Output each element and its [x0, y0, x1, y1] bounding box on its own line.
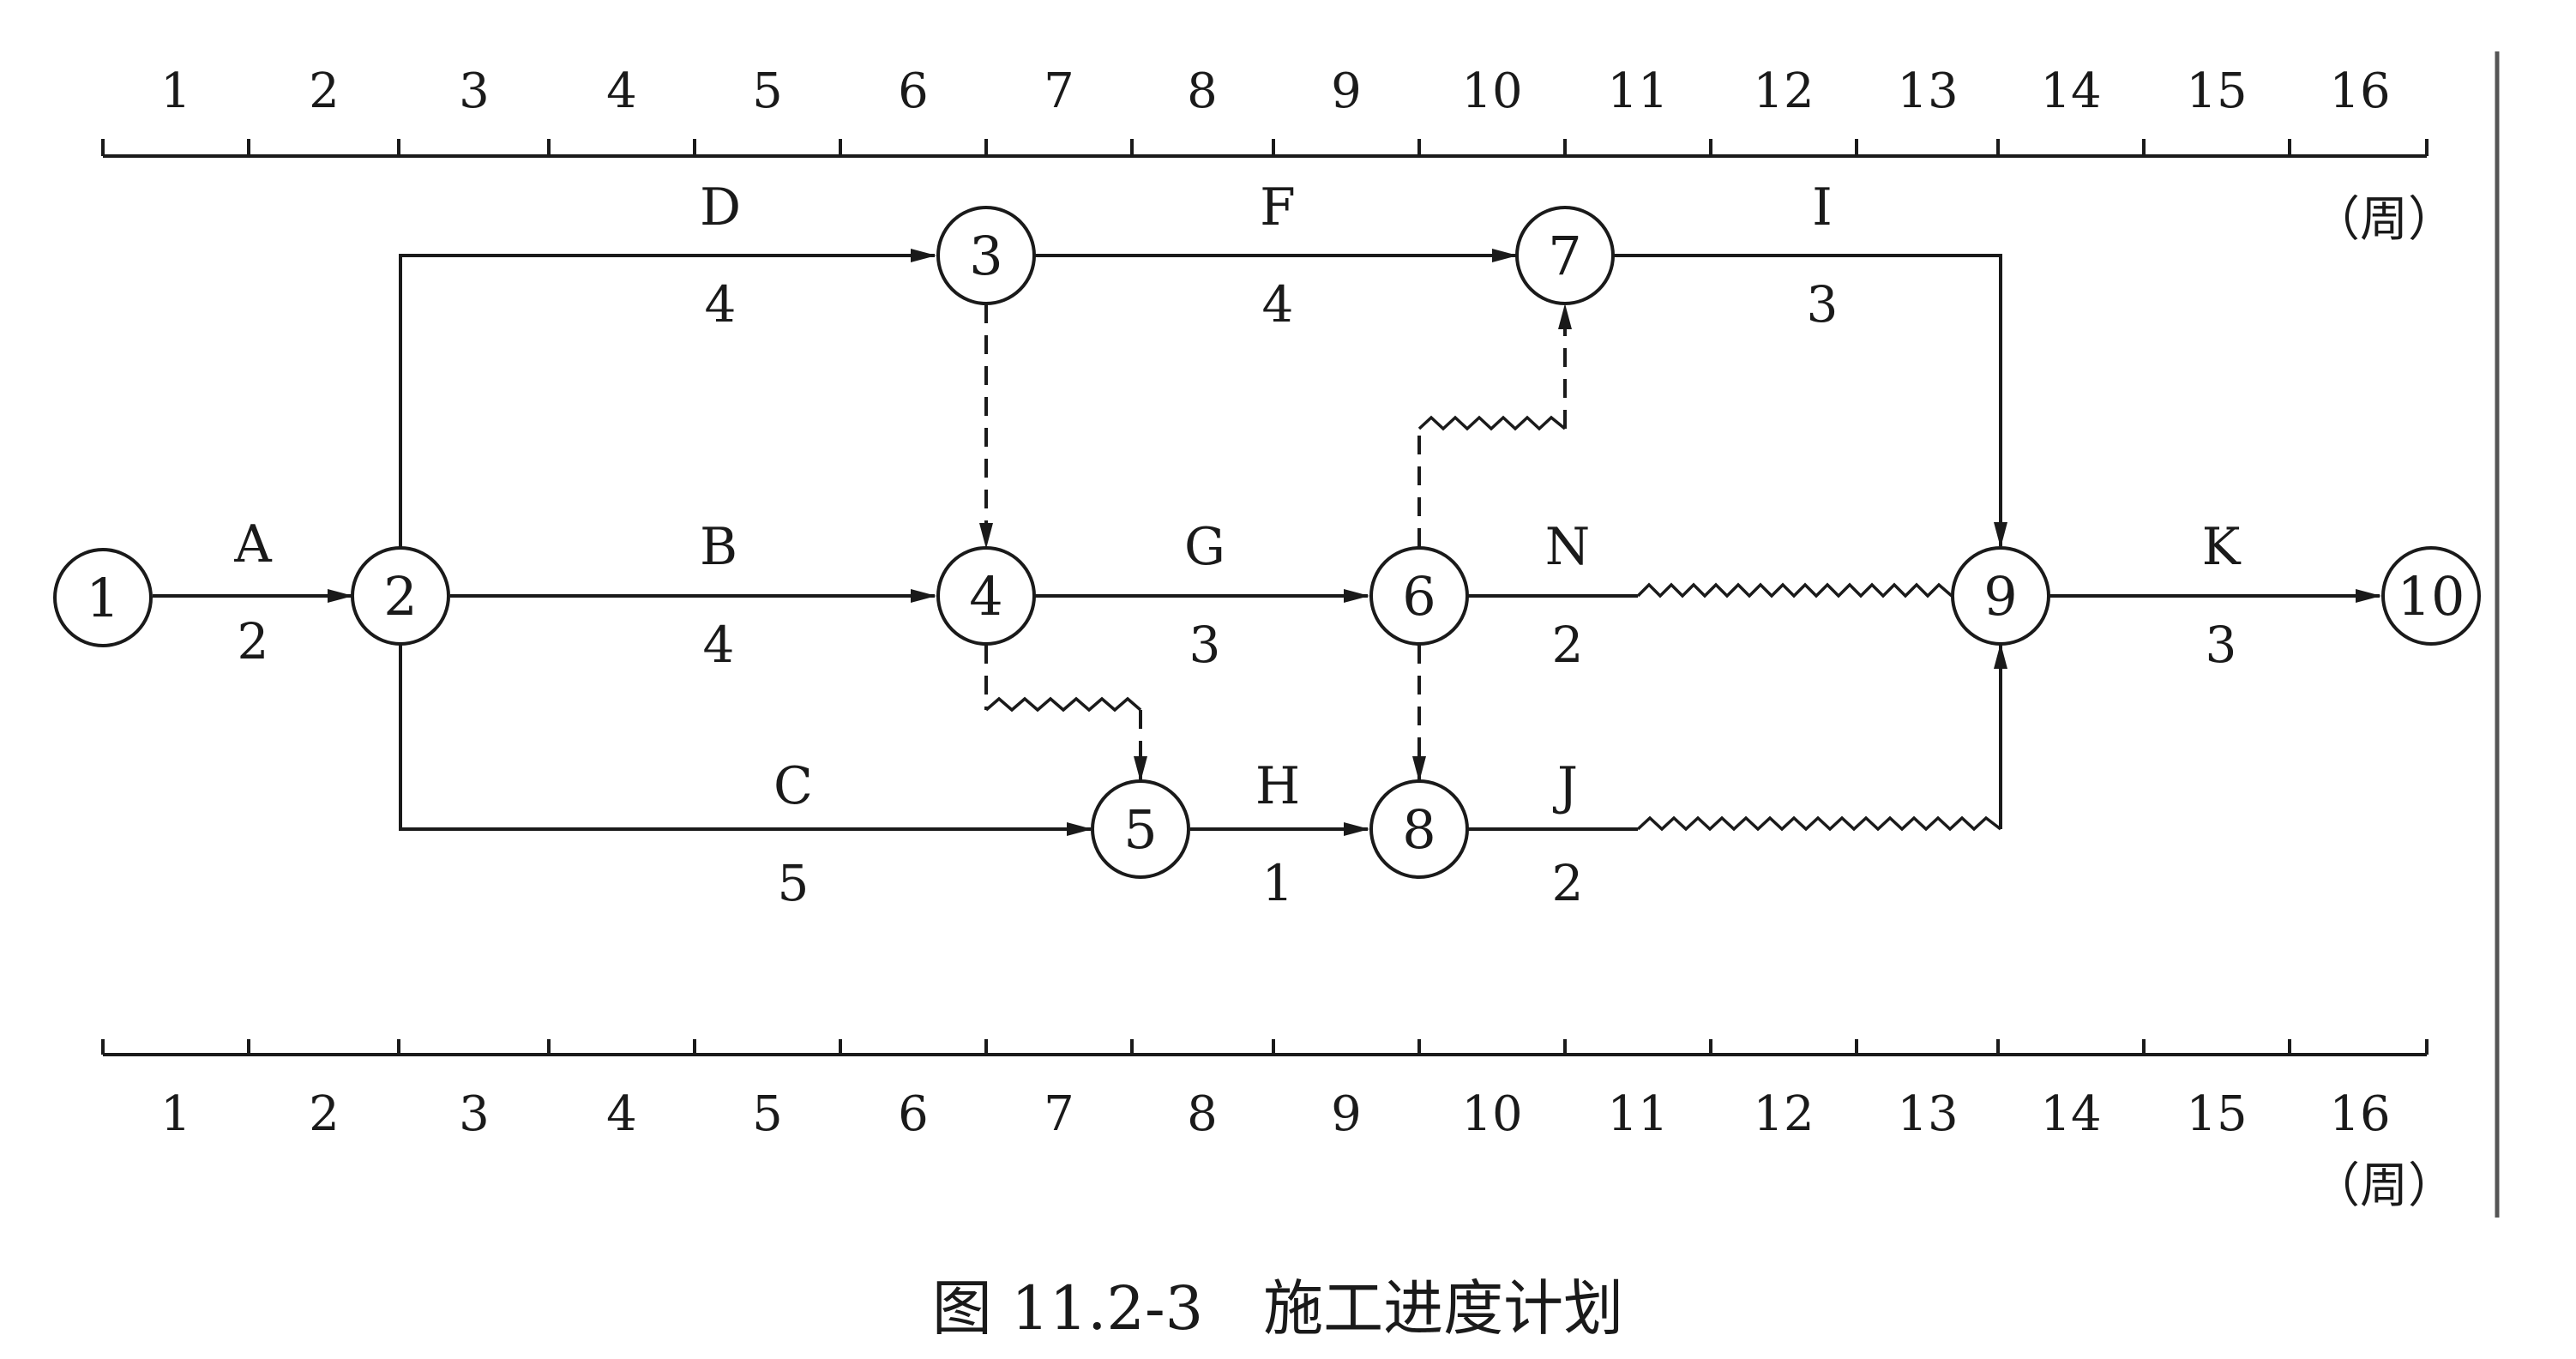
label-i: I: [1812, 177, 1833, 238]
label-b: B: [700, 517, 737, 577]
bottom-tick-15: 15: [2186, 1086, 2247, 1142]
duration-h: 1: [1262, 854, 1294, 912]
node-6: 6: [1369, 546, 1469, 646]
node-10-label: 10: [2398, 565, 2465, 628]
wave-n: [1636, 582, 1953, 598]
duration-b: 4: [703, 616, 735, 674]
duration-f: 4: [1262, 275, 1294, 334]
duration-a: 2: [238, 612, 269, 670]
duration-n: 2: [1552, 616, 1584, 674]
top-tick-6: 6: [898, 63, 929, 119]
bottom-tick-3: 3: [459, 1086, 490, 1142]
label-n: N: [1545, 517, 1591, 577]
duration-k: 3: [2206, 616, 2237, 674]
top-tick-3: 3: [459, 63, 490, 119]
duration-g: 3: [1189, 616, 1221, 674]
node-2-label: 2: [383, 565, 417, 628]
top-tick-13: 13: [1897, 63, 1958, 119]
bottom-tick-2: 2: [309, 1086, 340, 1142]
label-k: K: [2202, 517, 2242, 577]
arrow-i: [1614, 254, 2007, 548]
node-8: 8: [1369, 779, 1469, 879]
top-tick-10: 10: [1461, 63, 1522, 119]
free-float-waves: [984, 415, 2002, 832]
bottom-tick-8: 8: [1187, 1086, 1218, 1142]
bottom-tick-5: 5: [752, 1086, 783, 1142]
node-4-label: 4: [969, 565, 1002, 628]
node-7: 7: [1515, 206, 1615, 305]
bottom-tick-7: 7: [1044, 1086, 1074, 1142]
node-5: 5: [1091, 779, 1190, 879]
node-1: 1: [53, 548, 153, 647]
label-g: G: [1184, 517, 1225, 577]
top-tick-2: 2: [309, 63, 340, 119]
bottom-tick-4: 4: [606, 1086, 637, 1142]
top-tick-15: 15: [2186, 63, 2247, 119]
figure-caption: 图 11.2-3 施工进度计划: [932, 1273, 1623, 1344]
wave-j: [1636, 815, 2002, 832]
bottom-tick-9: 9: [1331, 1086, 1362, 1142]
bottom-tick-10: 10: [1461, 1086, 1522, 1142]
top-tick-16: 16: [2329, 63, 2390, 119]
node-3: 3: [936, 206, 1036, 305]
bottom-tick-11: 11: [1607, 1086, 1668, 1142]
bottom-time-axis: 1 2 3 4 5 6 7 8 9 10 11 12 13 14 15 16 （…: [101, 1039, 2456, 1214]
event-nodes: 1 2 3 4 5 6 7 8: [53, 206, 2481, 879]
bottom-tick-12: 12: [1753, 1086, 1814, 1142]
wave-4-5: [984, 696, 1142, 713]
node-6-label: 6: [1402, 565, 1435, 628]
top-time-axis: 1 2 3 4 5 6 7 8 9 10 11 12 13 14 15 16 （…: [101, 63, 2456, 248]
label-c: C: [773, 756, 813, 816]
label-f: F: [1260, 177, 1296, 238]
top-tick-9: 9: [1331, 63, 1362, 119]
bottom-tick-6: 6: [898, 1086, 929, 1142]
top-tick-8: 8: [1187, 63, 1218, 119]
arrow-d: [399, 249, 936, 549]
wave-6-7: [1417, 415, 1567, 431]
top-tick-14: 14: [2040, 63, 2101, 119]
node-1-label: 1: [86, 567, 119, 629]
bottom-tick-13: 13: [1897, 1086, 1958, 1142]
duration-i: 3: [1807, 275, 1839, 334]
label-j: J: [1552, 756, 1578, 816]
bottom-tick-1: 1: [160, 1086, 191, 1142]
node-9: 9: [1951, 546, 2050, 646]
duration-d: 4: [705, 275, 737, 334]
label-d: D: [700, 177, 741, 238]
top-tick-11: 11: [1607, 63, 1668, 119]
top-tick-7: 7: [1044, 63, 1074, 119]
top-tick-4: 4: [606, 63, 637, 119]
top-tick-5: 5: [752, 63, 783, 119]
node-10: 10: [2381, 546, 2481, 646]
bottom-tick-16: 16: [2329, 1086, 2390, 1142]
arrow-c: [399, 643, 1092, 836]
activity-arrows: [153, 249, 2381, 836]
top-unit-label: （周）: [2312, 192, 2456, 248]
top-tick-1: 1: [160, 63, 191, 119]
top-tick-12: 12: [1753, 63, 1814, 119]
node-7-label: 7: [1548, 225, 1581, 287]
node-8-label: 8: [1402, 798, 1435, 861]
duration-j: 2: [1552, 854, 1584, 912]
dummy-arrows: [979, 304, 1572, 782]
label-h: H: [1255, 756, 1300, 816]
label-a: A: [233, 514, 272, 574]
node-3-label: 3: [969, 225, 1002, 287]
node-2: 2: [351, 546, 450, 646]
bottom-unit-label: （周）: [2312, 1158, 2456, 1214]
node-5-label: 5: [1123, 798, 1157, 861]
activity-labels: A 2 B 4 C 5 D 4 F 4 G 3 H 1 I 3 N 2 J 2 …: [233, 177, 2241, 912]
node-9-label: 9: [1983, 565, 2017, 628]
duration-c: 5: [778, 854, 810, 912]
bottom-tick-14: 14: [2040, 1086, 2101, 1142]
node-4: 4: [936, 546, 1036, 646]
